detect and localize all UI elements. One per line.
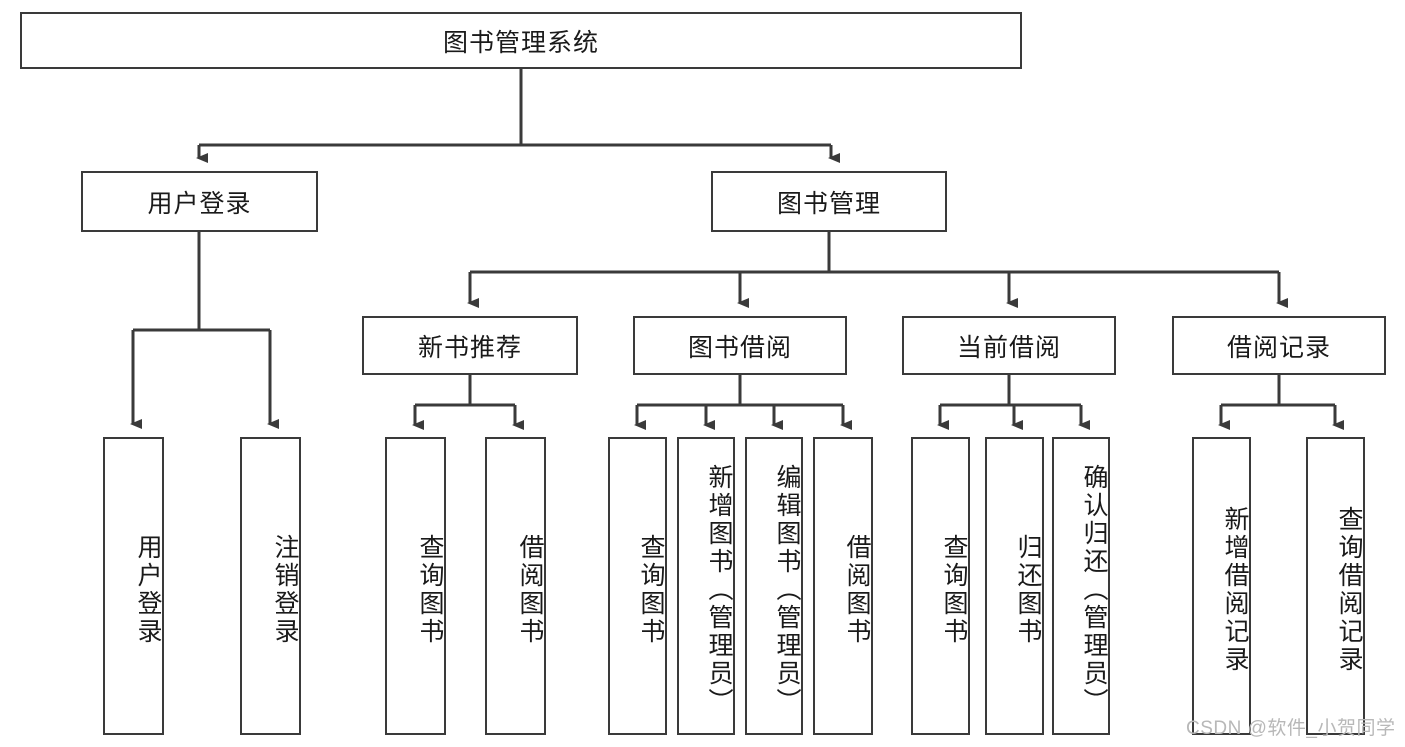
node-book-borrow-label: 图书借阅	[687, 333, 792, 362]
leaf-query-book-current[interactable]: 查询图书	[911, 437, 970, 735]
leaf-edit-book-label: 编辑图书（管理员）	[773, 464, 801, 716]
node-book-manage[interactable]: 图书管理	[711, 171, 947, 232]
node-new-book-recommend[interactable]: 新书推荐	[362, 316, 578, 375]
leaf-add-borrow-record[interactable]: 新增借阅记录	[1192, 437, 1251, 735]
leaf-return-book-label: 归还图书	[1014, 534, 1042, 646]
node-root[interactable]: 图书管理系统	[20, 12, 1022, 69]
leaf-confirm-return-label: 确认归还（管理员）	[1080, 464, 1108, 716]
leaf-add-book-label: 新增图书（管理员）	[705, 464, 733, 716]
leaf-user-logout-label: 注销登录	[271, 534, 299, 646]
node-current-borrow-label: 当前借阅	[956, 333, 1061, 362]
leaf-confirm-return[interactable]: 确认归还（管理员）	[1052, 437, 1110, 735]
leaf-add-borrow-record-label: 新增借阅记录	[1221, 506, 1249, 674]
node-user-login[interactable]: 用户登录	[81, 171, 318, 232]
node-borrow-record[interactable]: 借阅记录	[1172, 316, 1386, 375]
leaf-edit-book[interactable]: 编辑图书（管理员）	[745, 437, 803, 735]
leaf-add-book[interactable]: 新增图书（管理员）	[677, 437, 735, 735]
leaf-query-book-borrow[interactable]: 查询图书	[608, 437, 667, 735]
leaf-user-logout[interactable]: 注销登录	[240, 437, 301, 735]
leaf-query-book-current-label: 查询图书	[940, 534, 968, 646]
watermark: CSDN @软件_小贺同学	[1186, 718, 1396, 739]
leaf-user-login-label: 用户登录	[134, 534, 162, 646]
node-current-borrow[interactable]: 当前借阅	[902, 316, 1116, 375]
node-borrow-record-label: 借阅记录	[1226, 333, 1331, 362]
node-root-label: 图书管理系统	[442, 28, 599, 57]
leaf-user-login[interactable]: 用户登录	[103, 437, 164, 735]
leaf-query-book-recommend[interactable]: 查询图书	[385, 437, 446, 735]
leaf-query-borrow-record[interactable]: 查询借阅记录	[1306, 437, 1365, 735]
leaf-query-book-recommend-label: 查询图书	[416, 534, 444, 646]
node-book-manage-label: 图书管理	[776, 189, 881, 218]
leaf-query-book-borrow-label: 查询图书	[637, 534, 665, 646]
node-book-borrow[interactable]: 图书借阅	[633, 316, 847, 375]
leaf-borrow-book-label: 借阅图书	[843, 534, 871, 646]
node-user-login-label: 用户登录	[147, 189, 252, 218]
leaf-borrow-book-recommend-label: 借阅图书	[516, 534, 544, 646]
leaf-borrow-book[interactable]: 借阅图书	[813, 437, 873, 735]
node-new-book-recommend-label: 新书推荐	[417, 333, 522, 362]
leaf-return-book[interactable]: 归还图书	[985, 437, 1044, 735]
leaf-borrow-book-recommend[interactable]: 借阅图书	[485, 437, 546, 735]
leaf-query-borrow-record-label: 查询借阅记录	[1335, 506, 1363, 674]
